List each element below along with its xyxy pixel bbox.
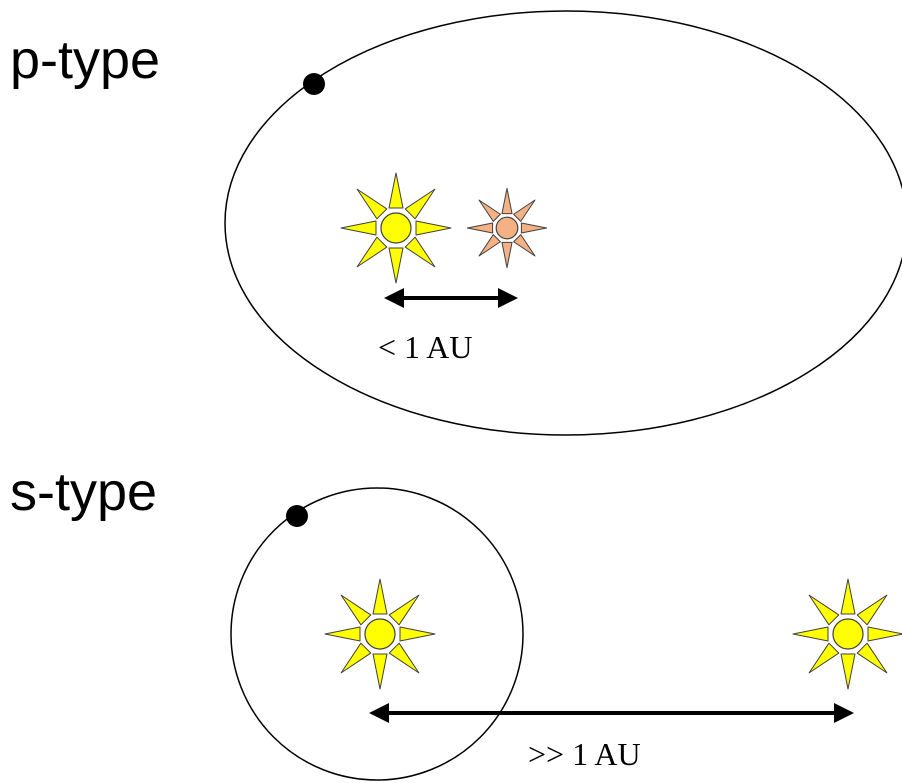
- sun-ray: [808, 642, 840, 674]
- sun-ray: [340, 594, 372, 626]
- sun-ray: [520, 222, 548, 234]
- planet-icon: [286, 505, 308, 527]
- separation-label: < 1 AU: [378, 329, 473, 365]
- sun-ray: [808, 594, 840, 626]
- sun-ray: [399, 626, 436, 642]
- sun-ray: [340, 220, 377, 236]
- sun-ray: [415, 220, 452, 236]
- sun-ray: [404, 188, 436, 220]
- circumbinary-orbit: [224, 10, 902, 436]
- sun-ray: [478, 199, 501, 222]
- s-type-heading: s-type: [10, 462, 157, 522]
- sun-ray: [404, 236, 436, 268]
- sun-ray: [388, 594, 420, 626]
- sun-ray: [856, 642, 888, 674]
- sun-ray: [856, 594, 888, 626]
- sun-ray: [356, 236, 388, 268]
- p-type-panel: p-type < 1 AU: [10, 10, 902, 436]
- sun-ray: [340, 642, 372, 674]
- sun-ray: [501, 241, 513, 269]
- sun-disc: [364, 618, 396, 650]
- sun-ray: [513, 234, 536, 257]
- s-type-panel: s-type >> 1 AU: [10, 462, 902, 781]
- sun-disc: [832, 618, 864, 650]
- sun-icon: [340, 172, 452, 284]
- sun-ray: [840, 578, 856, 615]
- sun-disc: [380, 212, 412, 244]
- sun-ray: [792, 626, 829, 642]
- sun-ray: [324, 626, 361, 642]
- p-type-heading: p-type: [10, 30, 160, 90]
- sun-ray: [356, 188, 388, 220]
- sun-ray: [466, 222, 494, 234]
- sun-ray: [372, 653, 388, 690]
- sun-ray: [388, 247, 404, 284]
- circumstellar-orbit: [230, 487, 524, 781]
- separation-label: >> 1 AU: [528, 736, 641, 772]
- sun-disc: [495, 216, 519, 240]
- sun-icon: [792, 578, 902, 690]
- sun-ray: [388, 642, 420, 674]
- sun-ray: [840, 653, 856, 690]
- sun-ray: [372, 578, 388, 615]
- sun-icon: [466, 187, 548, 269]
- sun-ray: [478, 234, 501, 257]
- sun-ray: [867, 626, 902, 642]
- planet-icon: [303, 73, 325, 95]
- sun-icon: [324, 578, 436, 690]
- sun-ray: [501, 187, 513, 215]
- sun-ray: [388, 172, 404, 209]
- sun-ray: [513, 199, 536, 222]
